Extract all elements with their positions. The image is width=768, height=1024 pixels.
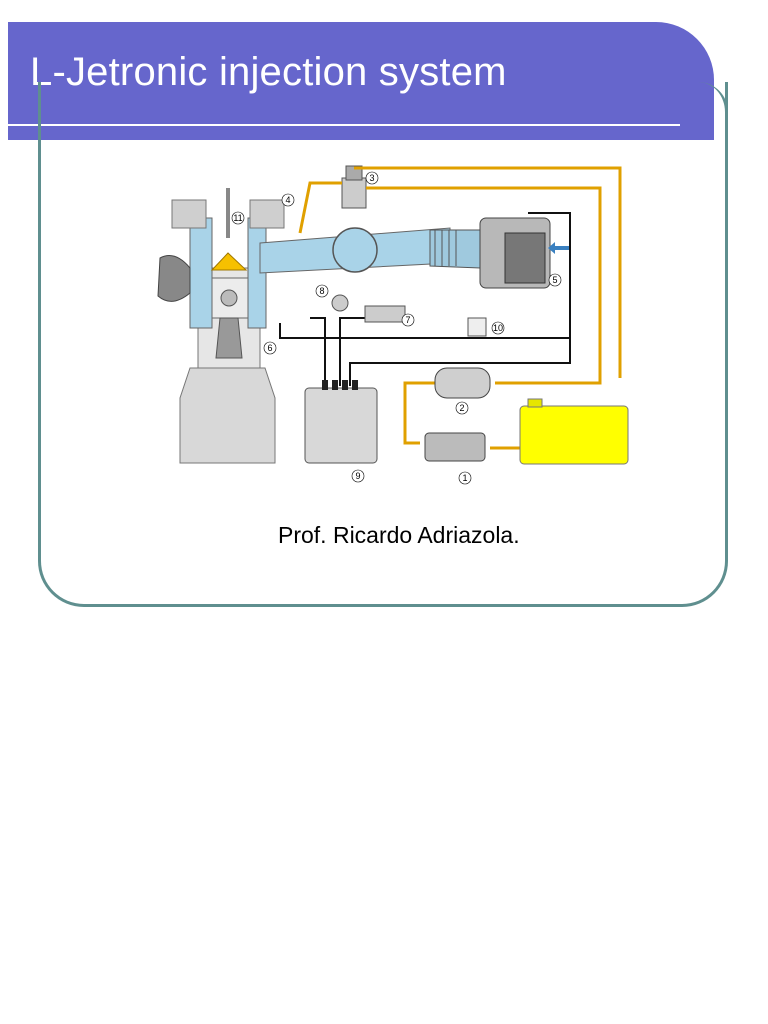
callout-3: 3: [365, 171, 379, 185]
svg-text:11: 11: [233, 213, 242, 223]
callout-11: 11: [231, 211, 245, 225]
throttle-switch: [331, 294, 349, 312]
svg-text:10: 10: [493, 323, 503, 333]
fuel-filter: [434, 367, 491, 399]
callout-7: 7: [401, 313, 415, 327]
svg-text:5: 5: [552, 275, 557, 285]
fuel-pump: [424, 432, 486, 462]
callout-10: 10: [491, 321, 505, 335]
svg-text:8: 8: [319, 286, 324, 296]
callout-6: 6: [263, 341, 277, 355]
svg-text:6: 6: [267, 343, 272, 353]
intake-manifold: [259, 227, 481, 274]
svg-text:9: 9: [355, 471, 360, 481]
slide-title: L-Jetronic injection system: [30, 50, 507, 94]
ecu-connector: [322, 380, 358, 390]
svg-text:3: 3: [369, 173, 374, 183]
title-underline: [8, 124, 680, 126]
callout-4: 4: [281, 193, 295, 207]
fuel-tank-cap: [527, 398, 543, 408]
injection-system-diagram: 1 2 3 4 5 6 7 8 9 10 11: [157, 165, 629, 485]
callout-8: 8: [315, 284, 329, 298]
svg-text:7: 7: [405, 315, 410, 325]
relay: [467, 317, 487, 337]
control-unit: [304, 387, 378, 464]
callout-1: 1: [458, 471, 472, 485]
callout-5: 5: [548, 273, 562, 287]
auxiliary-air-valve: [364, 305, 406, 323]
callout-9: 9: [351, 469, 365, 483]
slide-frame: [38, 82, 728, 607]
callout-2: 2: [455, 401, 469, 415]
air-flow-sensor: [479, 217, 570, 289]
engine-block: [157, 188, 285, 464]
author-credit: Prof. Ricardo Adriazola.: [278, 522, 520, 548]
svg-text:1: 1: [462, 473, 467, 483]
svg-text:4: 4: [285, 195, 290, 205]
fuel-tank: [519, 405, 629, 465]
callout-labels: 1 2 3 4 5 6 7 8 9 10 11: [231, 171, 562, 485]
pressure-regulator: [341, 165, 367, 209]
svg-text:2: 2: [459, 403, 464, 413]
title-bar: [8, 22, 714, 140]
